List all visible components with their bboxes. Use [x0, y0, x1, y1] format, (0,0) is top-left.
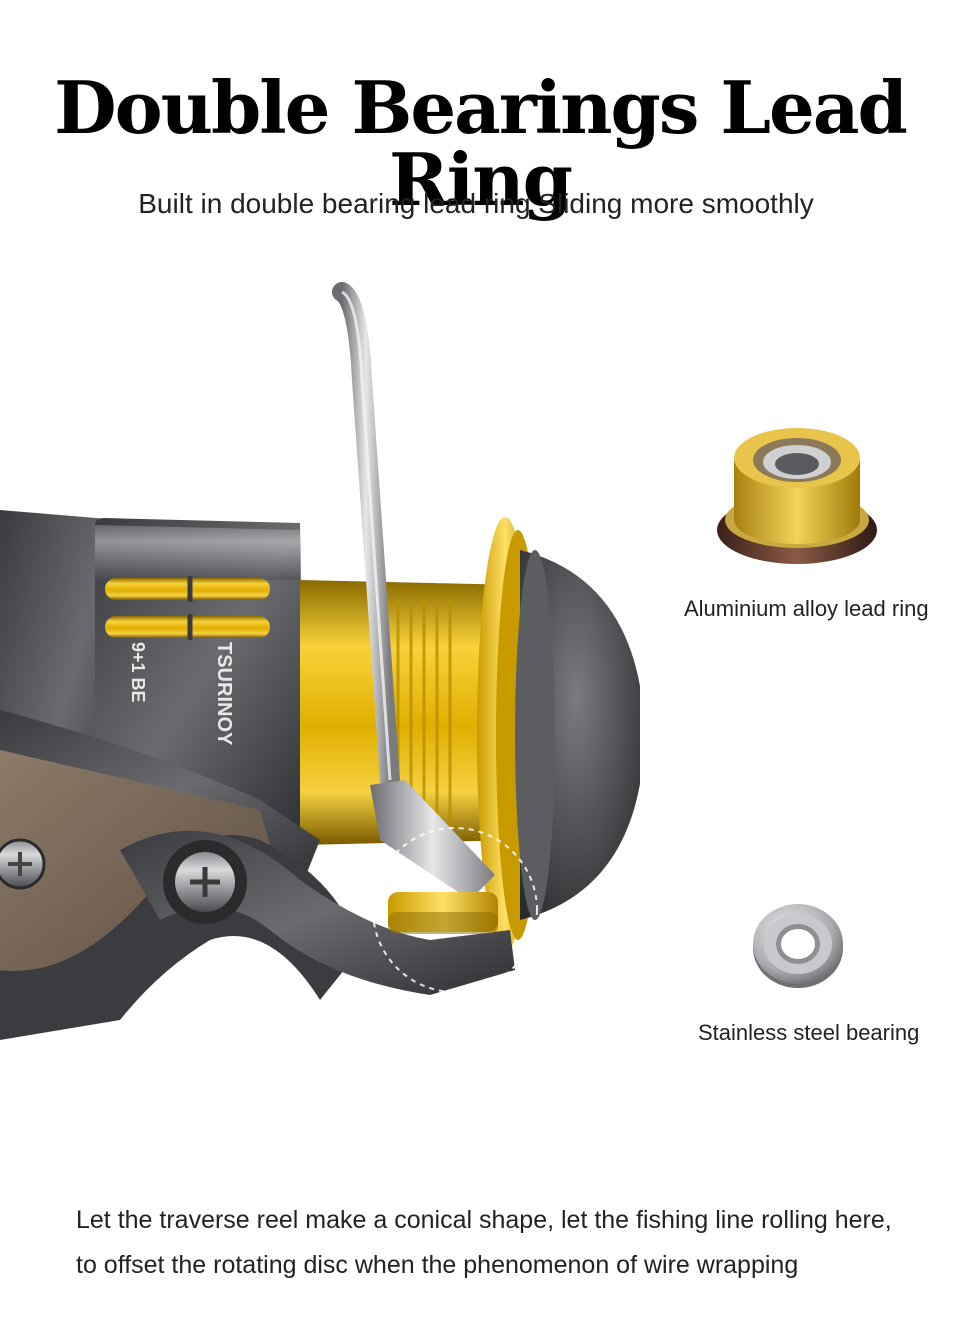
fishing-reel-illustration: TSURINOY 9+1 BE	[0, 282, 640, 1040]
description-line-2: to offset the rotating disc when the phe…	[76, 1251, 799, 1279]
lead-ring-label: Aluminium alloy lead ring	[684, 596, 929, 621]
page-title: Double Bearings Lead Ring	[54, 65, 908, 222]
description-line-1: Let the traverse reel make a conical sha…	[76, 1206, 892, 1234]
reel-spec-print: 9+1 BE	[128, 642, 148, 703]
description: Let the traverse reel make a conical sha…	[76, 1198, 936, 1288]
lead-ring-icon	[717, 428, 877, 564]
bearing-label: Stainless steel bearing	[698, 1020, 920, 1045]
page-subtitle: Built in double bearing lead ring Slidin…	[138, 188, 814, 219]
reel-brand-print: TSURINOY	[213, 642, 235, 746]
bearing-icon	[753, 904, 843, 988]
